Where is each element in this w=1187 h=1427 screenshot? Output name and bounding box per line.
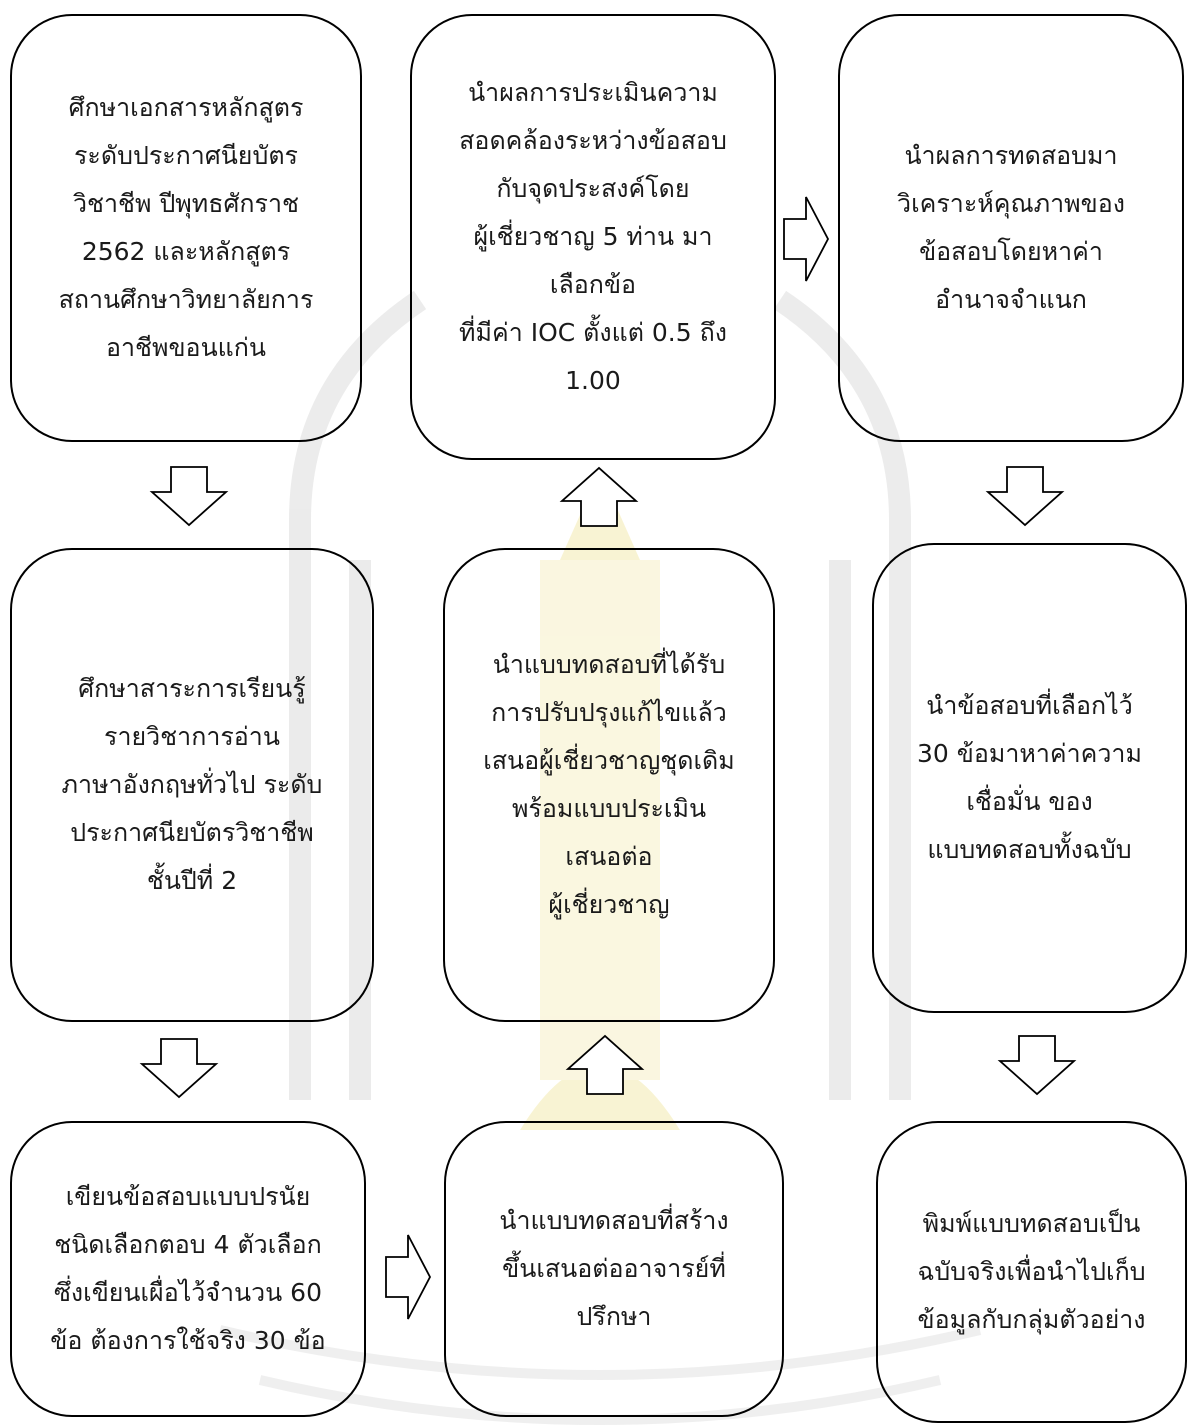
box-study-content-text: ศึกษาสาระการเรียนรู้ รายวิชาการอ่าน ภาษา…	[61, 674, 323, 895]
box-reliability: นำข้อสอบที่เลือกไว้ 30 ข้อมาหาค่าความ เช…	[872, 543, 1187, 1013]
box-item-analysis: นำผลการทดสอบมา วิเคราะห์คุณภาพของ ข้อสอบ…	[838, 14, 1184, 442]
arrow-right-1	[385, 1234, 432, 1320]
arrow-down-4	[997, 1035, 1077, 1096]
arrow-down-1	[149, 466, 229, 527]
box-present-experts: นำแบบทดสอบที่ได้รับ การปรับปรุงแก้ไขแล้ว…	[443, 548, 775, 1022]
box-item-analysis-text: นำผลการทดสอบมา วิเคราะห์คุณภาพของ ข้อสอบ…	[897, 141, 1125, 314]
box-write-items-text: เขียนข้อสอบแบบปรนัย ชนิดเลือกตอบ 4 ตัวเล…	[50, 1182, 326, 1355]
box-study-curriculum-text: ศึกษาเอกสารหลักสูตร ระดับประกาศนียบัตร ว…	[58, 93, 314, 362]
box-present-experts-text: นำแบบทดสอบที่ได้รับ การปรับปรุงแก้ไขแล้ว…	[483, 650, 735, 919]
box-write-items: เขียนข้อสอบแบบปรนัย ชนิดเลือกตอบ 4 ตัวเล…	[10, 1121, 366, 1417]
box-present-advisor: นำแบบทดสอบที่สร้าง ขึ้นเสนอต่ออาจารย์ที่…	[444, 1121, 784, 1417]
box-ioc-selection: นำผลการประเมินความ สอดคล้องระหว่างข้อสอบ…	[410, 14, 776, 460]
box-print-final-text: พิมพ์แบบทดสอบเป็น ฉบับจริงเพื่อนำไปเก็บ …	[917, 1209, 1146, 1334]
arrow-right-2	[783, 196, 830, 282]
box-ioc-selection-text: นำผลการประเมินความ สอดคล้องระหว่างข้อสอบ…	[459, 78, 727, 395]
arrow-down-2	[139, 1038, 219, 1099]
arrow-up-1	[565, 1034, 645, 1095]
arrow-up-2	[559, 466, 639, 527]
arrow-down-3	[985, 466, 1065, 527]
box-present-advisor-text: นำแบบทดสอบที่สร้าง ขึ้นเสนอต่ออาจารย์ที่…	[499, 1206, 729, 1331]
box-study-content: ศึกษาสาระการเรียนรู้ รายวิชาการอ่าน ภาษา…	[10, 548, 374, 1022]
box-print-final: พิมพ์แบบทดสอบเป็น ฉบับจริงเพื่อนำไปเก็บ …	[876, 1121, 1187, 1423]
box-reliability-text: นำข้อสอบที่เลือกไว้ 30 ข้อมาหาค่าความ เช…	[917, 691, 1142, 864]
box-study-curriculum: ศึกษาเอกสารหลักสูตร ระดับประกาศนียบัตร ว…	[10, 14, 362, 442]
